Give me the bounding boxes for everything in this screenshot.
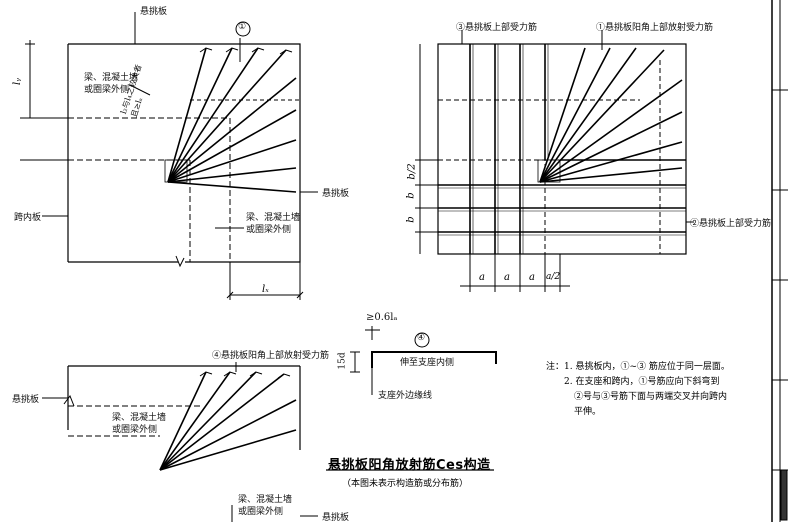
d4-dim-top: ≥0.6lₐ — [366, 312, 398, 323]
note-line-1: 注：1. 悬挑板内，①~③ 筋应位于同一层面。 — [546, 362, 730, 372]
tl-dim-lx: lₓ — [262, 284, 269, 295]
tr-dim-b-2: b — [405, 216, 417, 223]
tr-label-rebar-2: ②悬挑板上部受力筋 — [690, 219, 772, 229]
marker-4-circle — [414, 332, 430, 348]
note-line-4: 平伸。 — [574, 407, 602, 417]
tr-dim-a-3: a — [529, 272, 535, 283]
tr-dim-a-half: a/2 — [546, 272, 561, 282]
tl-marker-1: ① — [238, 22, 247, 32]
tr-dim-b-1: b — [405, 192, 417, 199]
tr-label-rebar-3: ③悬挑板上部受力筋 — [456, 23, 538, 33]
tr-dim-a-2: a — [504, 272, 510, 283]
drawing-subtitle: （本图未表示构造筋或分布筋） — [342, 479, 469, 489]
tl-label-inner-span-slab: 跨内板 — [14, 213, 42, 223]
tl-label-cantilever-slab-top: 悬挑板 — [140, 7, 168, 17]
bottom-left-diagram — [42, 362, 318, 522]
tr-label-rebar-1: ①悬挑板阳角上部放射受力筋 — [596, 23, 714, 33]
title-block-border — [771, 0, 788, 522]
notes-block: 注：1. 悬挑板内，①~③ 筋应位于同一层面。 2. 在支座和跨内，①号筋应向下… — [546, 360, 730, 420]
d4-marker: ④ — [417, 333, 426, 343]
top-left-diagram — [20, 12, 318, 300]
drawing-title: 悬挑板阳角放射筋Ces构造 — [328, 458, 491, 473]
d4-label-support: 支座外边缘线 — [378, 391, 433, 401]
d4-dim-side: 15d — [337, 352, 348, 370]
bl-label-rebar-4: ④悬挑板阳角上部放射受力筋 — [212, 351, 330, 361]
bl-label-cantilever-slab-bottom: 悬挑板 — [322, 513, 350, 523]
tl-label-beam-wall: 梁、混凝土墙 或圈梁外侧 — [84, 73, 139, 95]
note-line-2: 2. 在支座和跨内，①号筋应向下斜弯到 — [564, 377, 720, 387]
bl-label-beam-wall-lower: 梁、混凝土墙 或圈梁外侧 — [238, 495, 293, 517]
note-line-3: ②号与③号筋下面与两端交叉并向跨内 — [574, 392, 728, 402]
bl-label-cantilever-slab-left: 悬挑板 — [12, 395, 40, 405]
tl-label-beam-wall-lower: 梁、混凝土墙 或圈梁外侧 — [246, 213, 301, 235]
tr-dim-a-1: a — [479, 272, 485, 283]
top-right-diagram — [415, 30, 694, 292]
tl-label-cantilever-slab-right: 悬挑板 — [322, 189, 350, 199]
bl-label-beam-wall: 梁、混凝土墙 或圈梁外侧 — [112, 413, 167, 435]
detail-4-diagram — [350, 326, 497, 395]
tr-dim-b-half: b/2 — [406, 163, 418, 180]
d4-label-extend: 伸至支座内侧 — [400, 358, 455, 368]
tl-dim-ly: lᵧ — [11, 78, 23, 85]
marker-1-circle — [235, 21, 251, 37]
